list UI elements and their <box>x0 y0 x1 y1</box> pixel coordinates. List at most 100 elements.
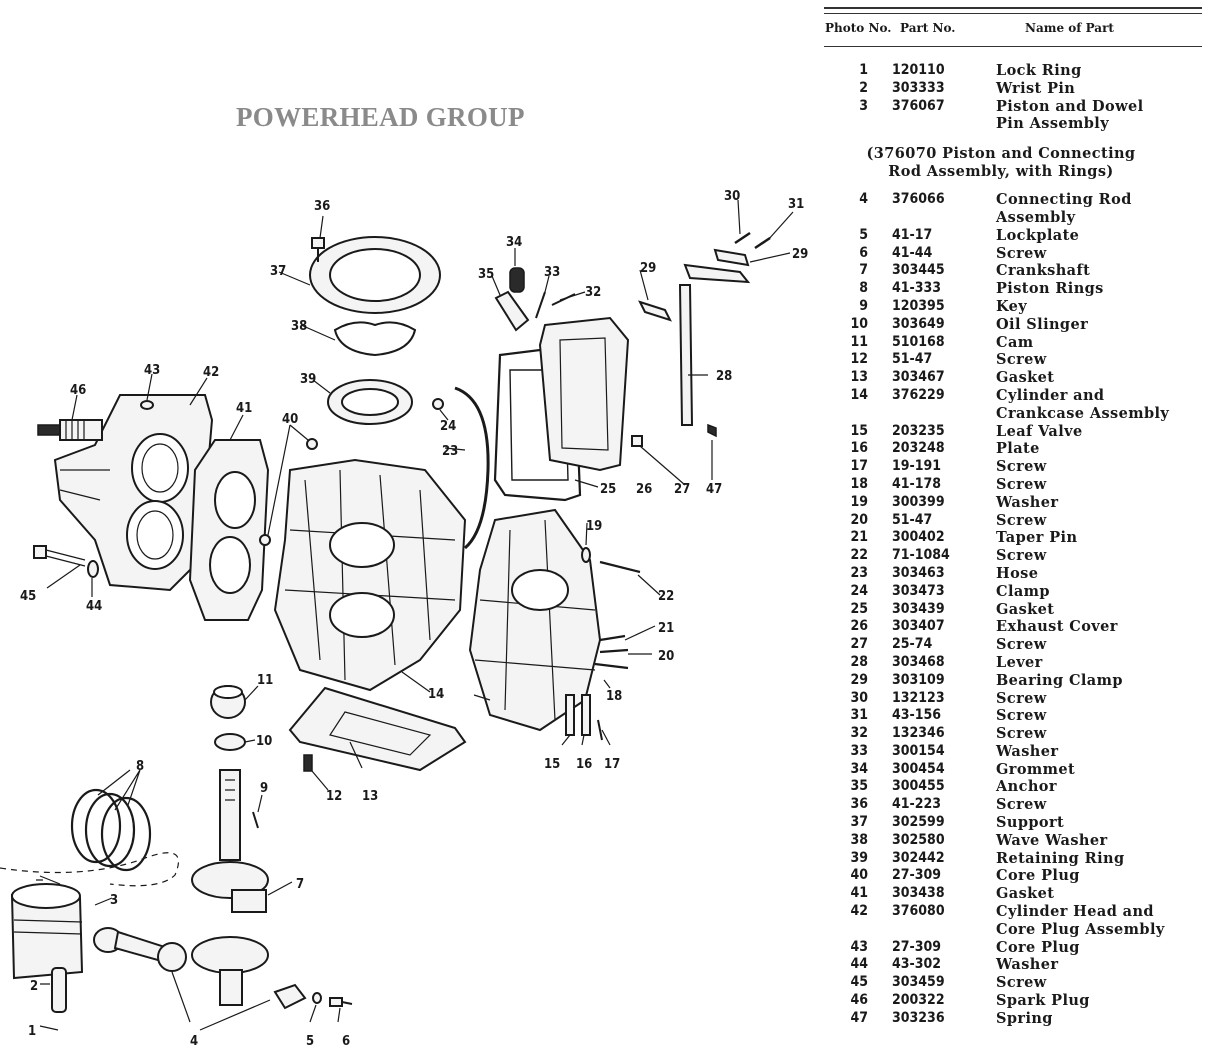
photo-no-cell: 14 <box>850 386 868 403</box>
photo-no-cell: 39 <box>850 849 868 866</box>
part-name-cell: Screw <box>996 351 1047 369</box>
photo-no-cell: 26 <box>850 618 868 635</box>
part-name-cell: Screw <box>996 547 1047 565</box>
part-name-cell: Oil Slinger <box>996 315 1089 333</box>
part-no-cell: 303438 <box>892 885 945 902</box>
callout-7: 7 <box>296 877 304 892</box>
part-no-cell: 303467 <box>892 369 945 386</box>
connecting-rod-drawing <box>93 927 187 972</box>
header-part-no: Part No. <box>900 21 956 35</box>
part-name-cell: Washer <box>996 493 1059 511</box>
part-no-cell: 203248 <box>892 440 945 457</box>
photo-no-cell: 11 <box>850 333 868 350</box>
table-row: 2 303333 Wrist Pin <box>820 80 1202 98</box>
part-no-cell: 19-191 <box>892 458 942 475</box>
callout-46: 46 <box>70 383 86 398</box>
part-name-cell: Screw <box>996 244 1047 262</box>
part-name-cell: Pin Assembly <box>996 115 1110 133</box>
callout-16: 16 <box>576 757 592 772</box>
photo-no-cell: 33 <box>850 742 868 759</box>
part-no-cell: 51-47 <box>892 351 933 368</box>
part-name-cell: Core Plug Assembly <box>996 920 1165 938</box>
assembly-note-line2: Rod Assembly, with Rings) <box>888 163 1114 181</box>
part-no-cell: 43-156 <box>892 707 942 724</box>
part-no-cell: 300454 <box>892 760 945 777</box>
part-name-cell: Washer <box>996 742 1059 760</box>
photo-no-cell: 20 <box>850 511 868 528</box>
part-no-cell: 303333 <box>892 79 945 96</box>
photo-no-cell: 15 <box>850 422 868 439</box>
part-name-cell: Taper Pin <box>996 529 1078 547</box>
part-name-cell: Crankshaft <box>996 262 1091 280</box>
photo-no-cell: 40 <box>850 867 868 884</box>
callout-43: 43 <box>144 363 160 378</box>
part-no-cell: 120395 <box>892 297 945 314</box>
part-no-cell: 132346 <box>892 725 945 742</box>
cylinder-block-drawing <box>273 458 467 692</box>
photo-no-cell: 24 <box>850 582 868 599</box>
part-no-cell: 200322 <box>892 992 945 1009</box>
part-name-cell: Exhaust Cover <box>996 618 1118 636</box>
callout-45: 45 <box>20 589 36 604</box>
part-name-cell: Screw <box>996 796 1047 814</box>
cam-drawing <box>210 685 246 719</box>
table-row: Assembly <box>820 209 1202 227</box>
callout-5: 5 <box>306 1034 314 1049</box>
header-name-of-part: Name of Part <box>1025 21 1114 35</box>
part-name-cell: Screw <box>996 725 1047 743</box>
part-name-cell: Piston Rings <box>996 280 1104 298</box>
photo-no-cell: 17 <box>850 458 868 475</box>
part-name-cell: Washer <box>996 956 1059 974</box>
callout-25: 25 <box>600 482 616 497</box>
part-no-cell: 303649 <box>892 315 945 332</box>
part-no-cell: 51-47 <box>892 511 933 528</box>
spark-plug-drawing <box>37 419 103 441</box>
part-name-cell: Gasket <box>996 369 1055 387</box>
photo-no-cell: 25 <box>850 600 868 617</box>
part-name-cell: Anchor <box>996 778 1057 796</box>
table-row: Pin Assembly <box>820 115 1202 133</box>
callout-19: 19 <box>586 519 602 534</box>
callout-27: 27 <box>674 482 690 497</box>
photo-no-cell: 6 <box>859 244 868 261</box>
part-no-cell: 300154 <box>892 742 945 759</box>
photo-no-cell: 44 <box>850 956 868 973</box>
crankshaft-drawing <box>191 769 269 1006</box>
header-photo-no: Photo No. <box>825 21 892 35</box>
part-no-cell: 203235 <box>892 422 945 439</box>
callout-2: 2 <box>30 979 38 994</box>
part-no-cell: 120110 <box>892 62 945 78</box>
part-no-cell: 302442 <box>892 849 945 866</box>
callout-36: 36 <box>314 199 330 214</box>
photo-no-cell: 42 <box>850 903 868 920</box>
photo-no-cell: 2 <box>859 79 868 96</box>
photo-no-cell: 21 <box>850 529 868 546</box>
callout-6: 6 <box>342 1034 350 1049</box>
head-gasket-drawing <box>188 439 270 621</box>
part-name-cell: Wrist Pin <box>996 79 1076 97</box>
part-no-cell: 302599 <box>892 814 945 831</box>
photo-no-cell: 5 <box>859 226 868 243</box>
callout-29a: 29 <box>640 261 656 276</box>
callout-29b: 29 <box>792 247 808 262</box>
top-rule-thin <box>824 13 1202 14</box>
callout-42: 42 <box>203 365 219 380</box>
part-name-cell: Lockplate <box>996 226 1080 244</box>
